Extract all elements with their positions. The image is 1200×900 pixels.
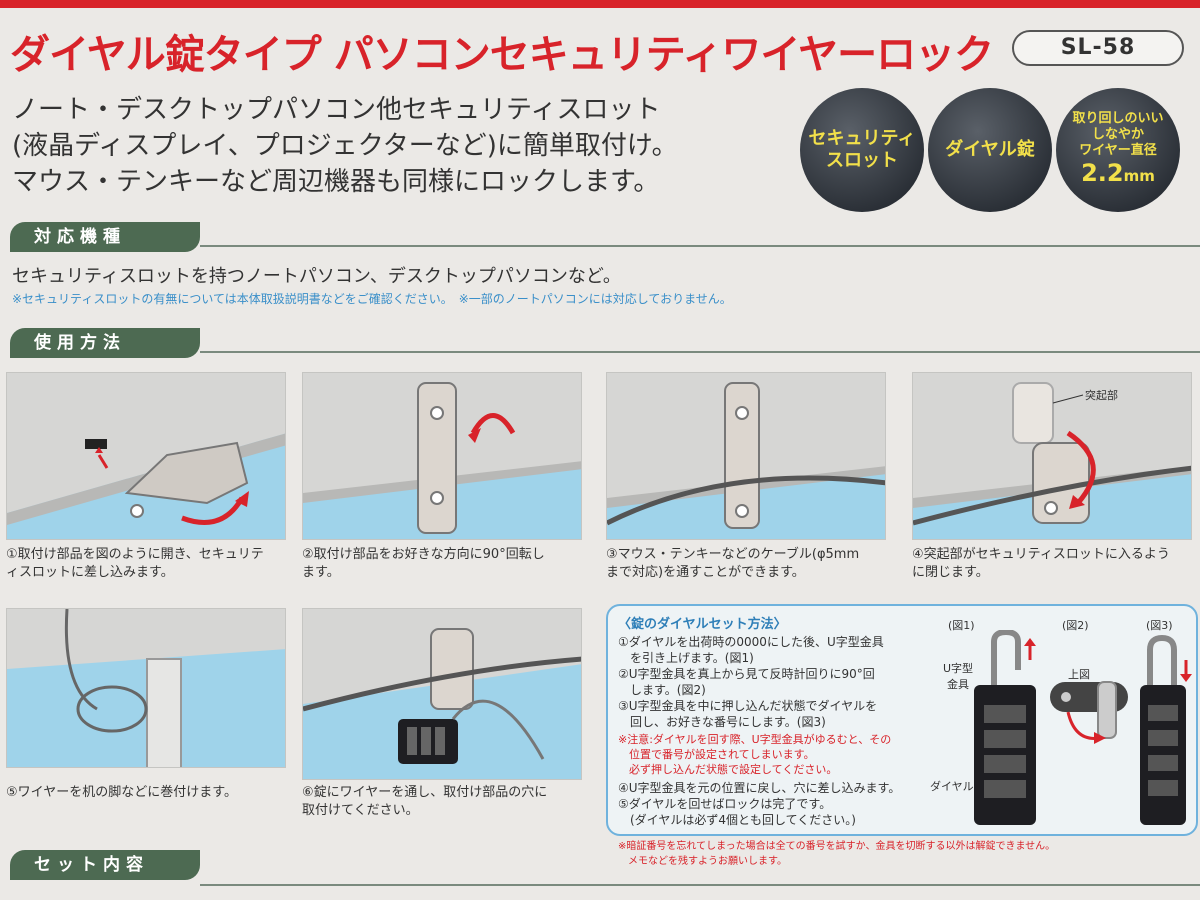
dial-step-line: ①ダイヤルを出荷時の0000にした後、U字型金具 [618,635,884,649]
section-heading-usage: 使用方法 [10,328,200,358]
section-heading-compat: 対応機種 [10,222,200,252]
step-4-illustration: 突起部 [912,372,1192,540]
fig-1-label: (図1) [948,619,975,632]
compat-note: ※セキュリティスロットの有無については本体取扱説明書などをご確認ください。 ※一… [12,292,732,306]
footnote-line: ※暗証番号を忘れてしまった場合は全ての番号を試すか、金具を切断する以外は解錠でき… [618,841,1056,852]
badge-security-slot: セキュリティ スロット [800,88,924,212]
top-red-strip [0,0,1200,8]
dial-step-line: ⑤ダイヤルを回せばロックは完了です。 [618,797,832,811]
product-title: ダイヤル錠タイプ パソコンセキュリティワイヤーロック [10,32,994,78]
step-3-caption: ③マウス・テンキーなどのケーブル(φ5mm まで対応)を通すことができます。 [606,547,860,580]
dial-caution-line: 位置で番号が設定されてしまいます。 [618,748,815,761]
section-divider [200,245,1200,247]
step-6-illustration [302,608,582,780]
step-5-caption: ⑤ワイヤーを机の脚などに巻付けます。 [6,785,237,800]
step-1-caption: ①取付け部品を図のように開き、セキュリテ ィスロットに差し込みます。 [6,547,264,580]
dial-caution-line: ※注意:ダイヤルを回す際、U字型金具がゆるむと、その [618,733,892,746]
compat-text: セキュリティスロットを持つノートパソコン、デスクトップパソコンなど。 [12,266,621,287]
top-view-label: 上図 [1068,668,1090,681]
badge-dial-lock: ダイヤル錠 [928,88,1052,212]
intro-line: ノート・デスクトップパソコン他セキュリティスロット [12,95,661,125]
dial-label: ダイヤル [930,780,974,793]
dial-step-line: を引き上げます。(図1) [618,651,754,665]
wire-diameter-value: 2.2mm [1081,158,1155,187]
badge-wire-diameter: 取り回しのいい しなやか ワイヤー直径 2.2mm [1056,88,1180,212]
model-number: SL-58 [1012,30,1184,66]
step-1-illustration [6,372,286,540]
dial-setting-title: 〈錠のダイヤルセット方法〉 [618,617,787,632]
intro-line: (液晶ディスプレイ、プロジェクターなど)に簡単取付け。 [12,131,678,161]
step-2-caption: ②取付け部品をお好きな方向に90°回転し ます。 [302,547,545,580]
section-divider [200,884,1200,886]
u-bracket-label: U字型金具 [942,662,974,691]
step-3-illustration [606,372,886,540]
fig-2-label: (図2) [1062,619,1089,632]
intro-line: マウス・テンキーなど周辺機器も同様にロックします。 [12,167,660,197]
dial-step-line: ②U字型金具を真上から見て反時計回りに90°回 [618,667,875,681]
step-4-caption: ④突起部がセキュリティスロットに入るよう に閉じます。 [912,547,1170,580]
step-2-illustration [302,372,582,540]
dial-step-line: します。(図2) [618,683,706,697]
dial-caution-line: 必ず押し込んだ状態で設定してください。 [618,763,838,776]
dial-step-line: ④U字型金具を元の位置に戻し、穴に差し込みます。 [618,781,901,795]
step-5-illustration [6,608,286,768]
section-heading-contents: セット内容 [10,850,200,880]
section-divider [200,351,1200,353]
dial-step-line: ③U字型金具を中に押し込んだ状態でダイヤルを [618,699,878,713]
intro-text: ノート・デスクトップパソコン他セキュリティスロット (液晶ディスプレイ、プロジェ… [12,92,772,200]
footnote-line: メモなどを残すようお願いします。 [618,856,787,867]
dial-step-line: (ダイヤルは必ず4個とも回してください。) [618,813,856,827]
step-6-caption: ⑥錠にワイヤーを通し、取付け部品の穴に 取付けてください。 [302,785,548,818]
dial-step-line: 回し、お好きな番号にします。(図3) [618,715,826,729]
padlock-figures [974,630,1192,825]
protrusion-label: 突起部 [1085,388,1118,402]
fig-3-label: (図3) [1146,619,1173,632]
